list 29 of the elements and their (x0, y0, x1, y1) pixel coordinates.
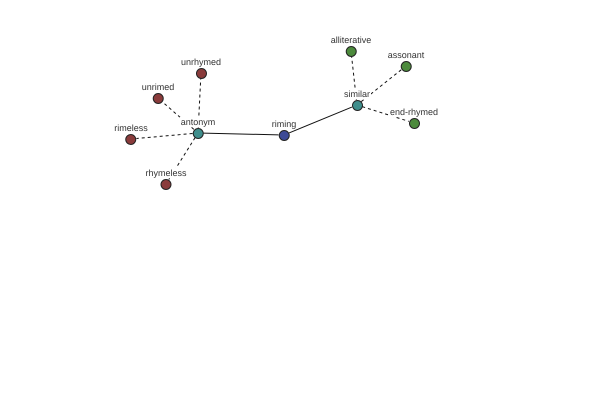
connector-line (203, 132, 279, 136)
node-label: end-rhymed (388, 106, 440, 116)
graph-node (180, 116, 216, 138)
node-label: rimeless (113, 122, 149, 132)
graph-node (388, 106, 440, 128)
graph-node (140, 82, 176, 104)
connector-line (351, 56, 357, 100)
connector-line (162, 101, 194, 130)
node-label: similar (343, 88, 371, 98)
node-label: rhymeless (144, 168, 188, 178)
connector-line (360, 68, 402, 102)
node-label: riming (270, 118, 298, 128)
node-label: assonant (386, 50, 426, 60)
connector-line (198, 78, 202, 128)
node-label: alliterative (330, 34, 372, 44)
graph-node (113, 122, 149, 144)
node-label: antonym (180, 116, 216, 126)
graph-node (180, 56, 222, 78)
connector-line (136, 133, 194, 139)
graph-node (386, 50, 426, 72)
connector-line (168, 137, 196, 180)
node-label: unrimed (140, 82, 176, 92)
connector-line (288, 106, 352, 134)
node-label: unrhymed (180, 56, 222, 66)
graph-node (144, 168, 188, 190)
graph-node (270, 118, 298, 140)
graph-node (330, 34, 372, 56)
connector-line (362, 106, 410, 122)
graph-node (343, 88, 371, 110)
